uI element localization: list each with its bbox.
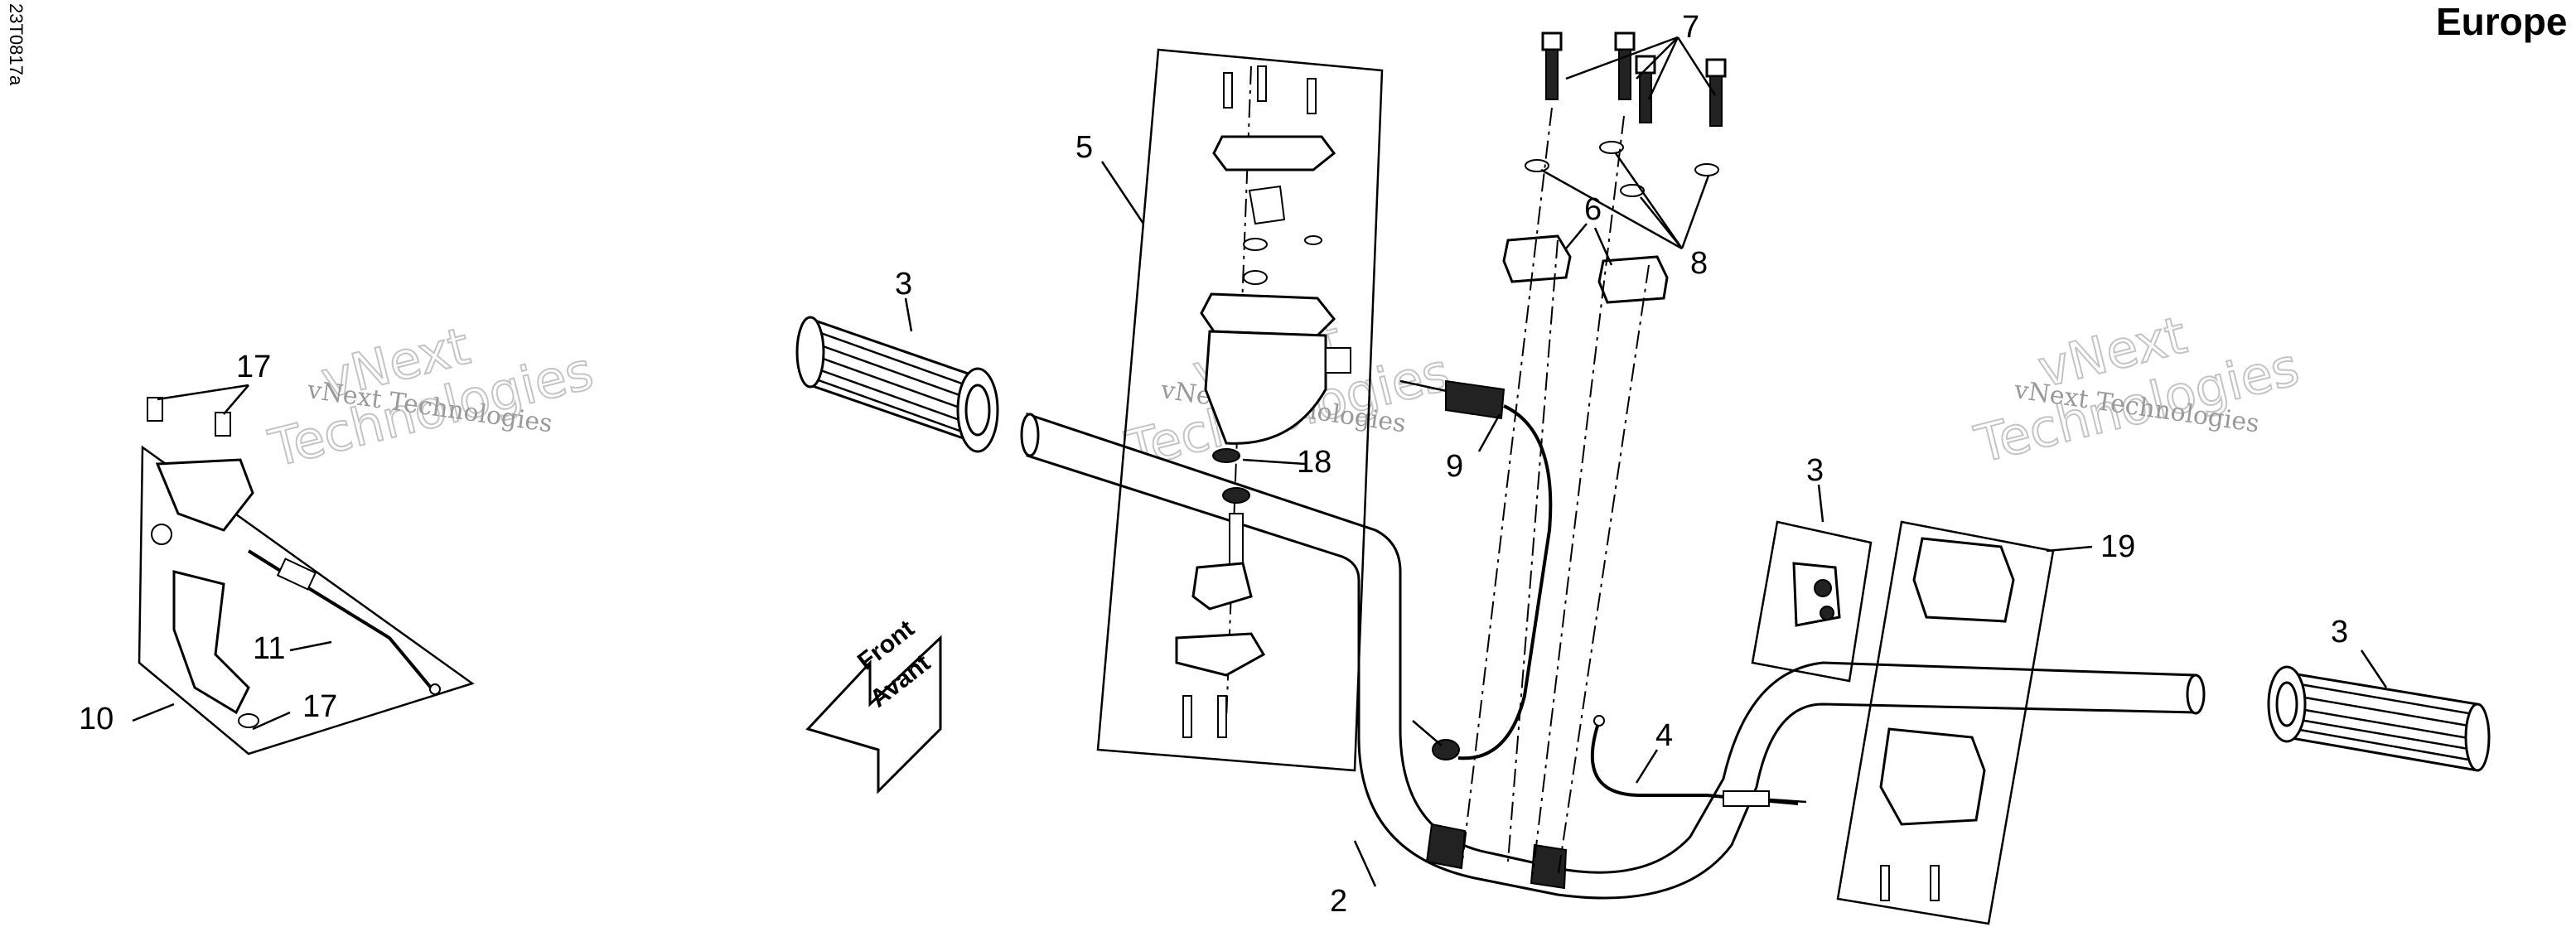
callout-3-right-switch: 3 — [1806, 453, 1824, 488]
drawing-code: 23T0817a — [6, 3, 27, 86]
washers — [1525, 141, 1719, 197]
region-label: Europe — [2436, 0, 2567, 43]
callout-2: 2 — [1330, 884, 1347, 919]
front-direction-arrow: Front Avant — [805, 615, 942, 794]
cable-4 — [1590, 715, 1807, 807]
clamp-dash-lines — [1462, 107, 1650, 879]
callout-17-bottom: 17 — [302, 689, 337, 724]
switch-housing-assembly — [1751, 520, 1873, 683]
callout-17-top: 17 — [236, 350, 271, 384]
throttle-housing-assembly — [1836, 520, 2055, 925]
callout-8: 8 — [1690, 246, 1708, 281]
callout-5: 5 — [1075, 130, 1093, 165]
callout-4: 4 — [1655, 718, 1673, 753]
callout-9: 9 — [1446, 449, 1463, 484]
callout-6: 6 — [1584, 192, 1602, 227]
handlebar — [1020, 412, 2206, 900]
clamp-bolts — [1541, 31, 1727, 127]
callout-11: 11 — [253, 631, 285, 666]
callout-3-right-grip: 3 — [2331, 615, 2348, 649]
master-cylinder-assembly — [1096, 48, 1384, 772]
callout-19: 19 — [2100, 529, 2135, 564]
callout-10: 10 — [79, 702, 114, 736]
callout-3-left-grip: 3 — [895, 267, 912, 302]
callout-18: 18 — [1297, 445, 1331, 480]
callouts: 2 3 3 3 4 5 6 7 8 9 10 11 17 17 18 19 — [79, 10, 2348, 919]
cable-9 — [1399, 379, 1553, 760]
clamps — [1502, 234, 1669, 304]
watermark-right: vNext Technologies — [1968, 303, 2305, 476]
watermark-left: vNext Technologies — [263, 315, 600, 480]
callout-7: 7 — [1682, 10, 1699, 45]
grip-right — [2267, 665, 2491, 772]
grip-left — [795, 316, 999, 453]
leader-lines — [132, 36, 2388, 887]
lever-inset — [138, 397, 475, 756]
